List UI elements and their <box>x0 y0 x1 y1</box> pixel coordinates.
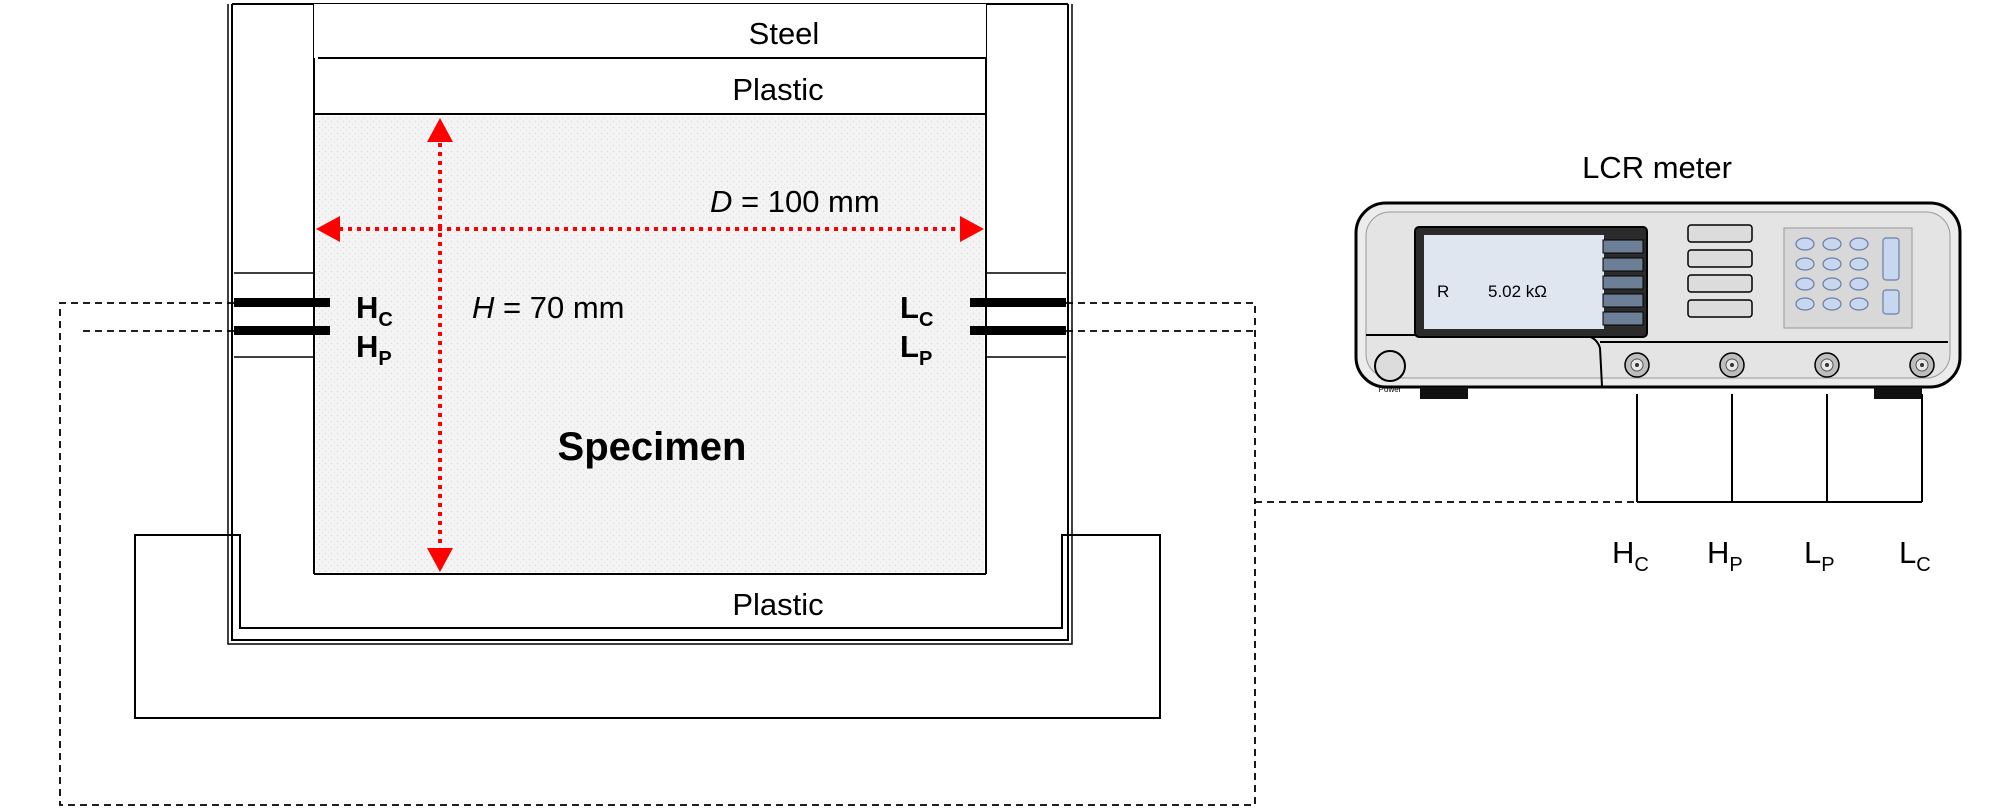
bnc-terminal-hp <box>1719 352 1745 378</box>
terminal-label-hc: HC <box>1612 535 1649 576</box>
right-electrodes <box>970 272 1066 358</box>
bnc-terminal-lc <box>1909 352 1935 378</box>
lcr-screen <box>1424 235 1604 329</box>
specimen-label: Specimen <box>558 425 747 469</box>
height-label: H = 70 mm <box>472 290 624 325</box>
height-arrowhead-bottom <box>427 548 453 572</box>
lcr-foot-right <box>1874 387 1922 399</box>
electrode-label-hc: HC <box>356 290 393 331</box>
steel-plate <box>314 4 986 58</box>
bnc-terminals[interactable] <box>1624 352 1935 378</box>
electrode-hp-plate <box>234 326 330 335</box>
lcr-meter-title: LCR meter <box>1582 150 1732 185</box>
electrode-lp-plate <box>970 326 1066 335</box>
diameter-value: = 100 mm <box>732 184 879 219</box>
terminal-label-hp: HP <box>1707 535 1743 576</box>
bottom-plastic-label: Plastic <box>732 587 823 622</box>
diameter-label: D = 100 mm <box>710 184 880 219</box>
electrode-label-lc: LC <box>900 290 933 331</box>
terminal-leads <box>1636 394 1923 503</box>
electrode-label-hp: HP <box>356 329 392 370</box>
outer-support-frame <box>134 534 1161 719</box>
power-button[interactable] <box>1374 350 1406 382</box>
bnc-terminal-hc <box>1624 352 1650 378</box>
terminal-label-lc: LC <box>1899 535 1931 576</box>
diameter-symbol: D <box>710 184 732 219</box>
height-arrowhead-top <box>427 118 453 142</box>
bnc-terminal-lp <box>1814 352 1840 378</box>
lcr-meter: R 5.02 kΩ Power <box>1354 201 1962 399</box>
mould-inner-wall-outline <box>227 4 1073 645</box>
height-symbol: H <box>472 290 495 325</box>
diameter-arrowhead-left <box>316 216 340 242</box>
lcr-foot-left <box>1420 387 1468 399</box>
lcr-soft-keys[interactable] <box>1602 239 1644 326</box>
lcr-function-buttons[interactable] <box>1687 224 1753 318</box>
lcr-display-value: 5.02 kΩ <box>1488 282 1547 301</box>
height-value: = 70 mm <box>494 290 624 325</box>
diameter-arrowhead-right <box>960 216 984 242</box>
electrode-label-lp: LP <box>900 329 932 370</box>
left-electrodes <box>234 272 330 358</box>
steel-label: Steel <box>749 16 820 51</box>
power-label: Power <box>1379 385 1402 394</box>
mould-outer-wall <box>231 4 1069 641</box>
electrode-hc-plate <box>234 298 330 307</box>
lcr-keypad[interactable] <box>1795 237 1900 315</box>
lcr-display-quantity: R <box>1437 282 1449 301</box>
terminal-label-lp: LP <box>1804 535 1835 576</box>
dashed-wiring <box>59 302 1638 806</box>
top-plastic-label: Plastic <box>732 72 823 107</box>
electrode-lc-plate <box>970 298 1066 307</box>
specimen-body <box>316 116 984 572</box>
